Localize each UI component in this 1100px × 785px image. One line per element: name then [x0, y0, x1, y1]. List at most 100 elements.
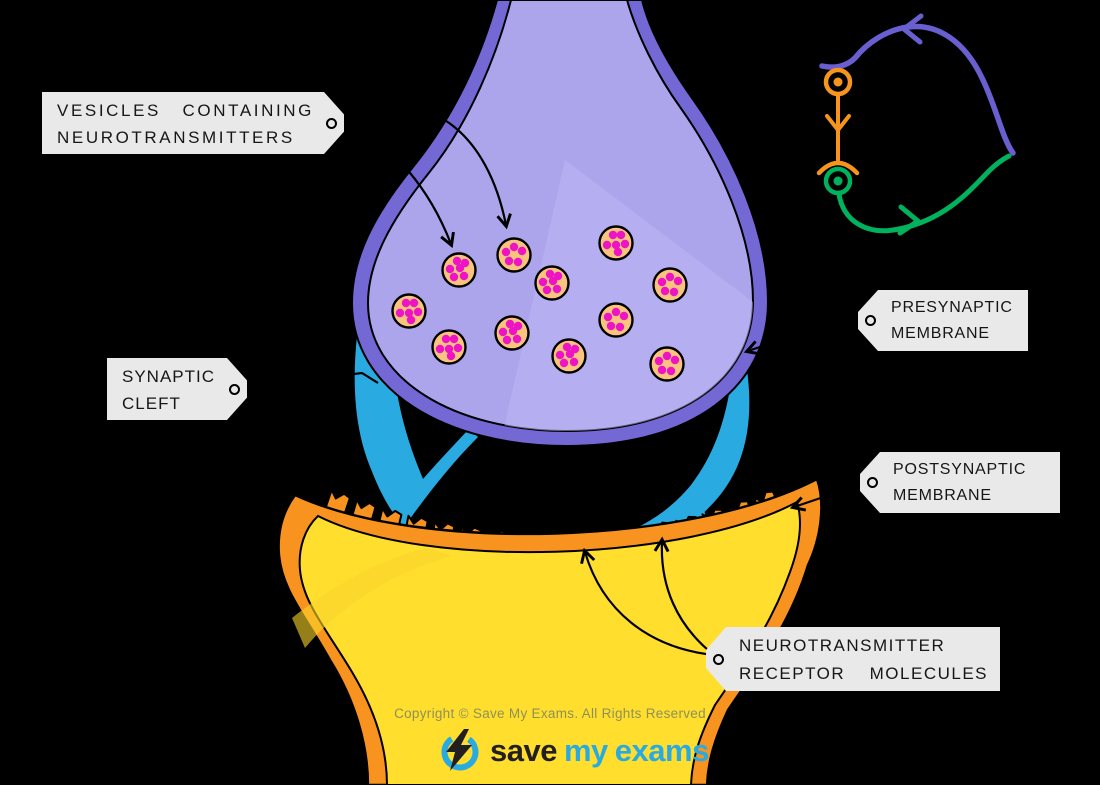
neurotransmitter-dot [404, 308, 414, 318]
vesicle [598, 302, 634, 338]
pointer-arrow [335, 118, 451, 244]
neurotransmitter-dot [505, 319, 515, 329]
synaptic-cleft-pointer [235, 371, 379, 390]
pointer-arrow [662, 541, 715, 656]
pointer-arrow [335, 103, 506, 225]
presynaptic-pointer [748, 315, 867, 351]
neurotransmitter-dot [666, 366, 676, 376]
neurotransmitter-dot [502, 335, 512, 345]
neurotransmitter-dot [449, 272, 459, 282]
inset-presynaptic-axon [819, 23, 1016, 156]
neurotransmitter-dot [613, 247, 623, 257]
tag-eyelet-icon [229, 384, 240, 395]
neurotransmitter-dot [670, 355, 680, 365]
neurotransmitter-dot [498, 327, 508, 337]
neurotransmitter-dot [441, 334, 451, 344]
inset-neuron-circuit [816, 13, 1016, 236]
neurotransmitter-dot [545, 269, 555, 279]
inset-purple-arrowhead-icon [901, 13, 924, 45]
label-text: PRESYNAPTIC [891, 299, 1013, 316]
neurotransmitter-dot [602, 240, 612, 250]
label-vesicles: VESICLES CONTAINING NEUROTRANSMITTERS [42, 92, 344, 154]
inset-orange-arrowhead-icon [825, 114, 851, 132]
label-postsynaptic-membrane: POSTSYNAPTIC MEMBRANE [860, 452, 1060, 513]
neurotransmitter-dot [508, 326, 518, 336]
neurotransmitter-dot [453, 343, 463, 353]
label-presynaptic-membrane: PRESYNAPTIC MEMBRANE [858, 290, 1028, 351]
cell-streak [292, 548, 452, 648]
neurotransmitter-dot [504, 256, 514, 266]
neurotransmitter-dot [509, 242, 519, 252]
tag-eyelet-icon [713, 653, 724, 665]
neurotransmitter-dot [455, 263, 465, 273]
neurotransmitter-dot [552, 284, 562, 294]
neurotransmitter-dot [562, 342, 572, 352]
neurotransmitter-dot [669, 287, 679, 297]
neurotransmitter-dot [608, 230, 618, 240]
neurotransmitter-dot [406, 315, 416, 325]
label-text: NEUROTRANSMITTER [739, 636, 946, 655]
neurotransmitter-dot [615, 322, 625, 332]
tag-eyelet-icon [326, 118, 337, 129]
neurotransmitter-dot [449, 334, 459, 344]
label-text: CLEFT [122, 394, 181, 413]
neurotransmitter-dot [660, 286, 670, 296]
label-text: MEMBRANE [893, 487, 992, 504]
neurotransmitter-dot [401, 298, 411, 308]
inset-postsynaptic-axon [836, 153, 1012, 234]
logo-word-exams: exams [614, 732, 710, 768]
inset-orange-terminal-cap [816, 160, 860, 176]
vesicle [496, 237, 532, 273]
inset-green-arrowhead-icon [897, 204, 921, 236]
neurotransmitter-dot [569, 357, 579, 367]
vesicle [441, 252, 477, 288]
neurotransmitter-dot [444, 344, 454, 354]
cleft-right-swoosh [586, 351, 750, 558]
inset-synapse-nucleus [833, 77, 843, 87]
neurotransmitter-dot [555, 350, 565, 360]
neurotransmitter-dot [619, 311, 629, 321]
vesicle [494, 315, 530, 351]
neurotransmitter-dot [657, 277, 667, 287]
label-pointers [235, 315, 869, 657]
vesicle [598, 225, 634, 261]
label-text: VESICLES CONTAINING [57, 101, 314, 120]
neurotransmitter-dot [459, 271, 469, 281]
neurotransmitter-dot [548, 276, 558, 286]
neurotransmitter-dot [512, 334, 522, 344]
logo-word-save: save [490, 732, 557, 768]
copyright-text: Copyright © Save My Exams. All Rights Re… [394, 706, 706, 721]
neurotransmitter-dot [620, 239, 630, 249]
neurotransmitter-dot [542, 285, 552, 295]
presynaptic-terminal [335, 0, 770, 448]
neurotransmitter-dot [501, 247, 511, 257]
neurotransmitter-dot [517, 246, 527, 256]
vesicle [652, 267, 688, 303]
neurotransmitter-dot [538, 277, 548, 287]
vesicle [431, 329, 467, 365]
neurotransmitter-dot [413, 307, 423, 317]
label-text: POSTSYNAPTIC [893, 461, 1027, 478]
neurotransmitter-dot [513, 257, 523, 267]
neurotransmitter-dot [657, 365, 667, 375]
postsynaptic-pointer [794, 480, 869, 507]
postsynaptic-cell [277, 477, 823, 785]
pointer-arrow [585, 552, 715, 657]
lightning-bolt-icon [441, 729, 479, 771]
neurotransmitter-dot [565, 349, 575, 359]
neurotransmitter-dot [611, 307, 621, 317]
neurotransmitter-dot [603, 312, 613, 322]
tag-eyelet-icon [867, 477, 878, 488]
neurotransmitter-dot [665, 272, 675, 282]
label-synaptic-cleft: SYNAPTIC CLEFT [107, 358, 247, 420]
label-text: RECEPTOR MOLECULES [739, 664, 988, 683]
neurotransmitter-dot [606, 321, 616, 331]
vesicle-pointer-arrows [335, 103, 506, 244]
neurotransmitter-dot [446, 351, 456, 361]
bulb-highlight [500, 160, 753, 431]
label-text: SYNAPTIC [122, 367, 216, 386]
neurotransmitter-dot [445, 264, 455, 274]
